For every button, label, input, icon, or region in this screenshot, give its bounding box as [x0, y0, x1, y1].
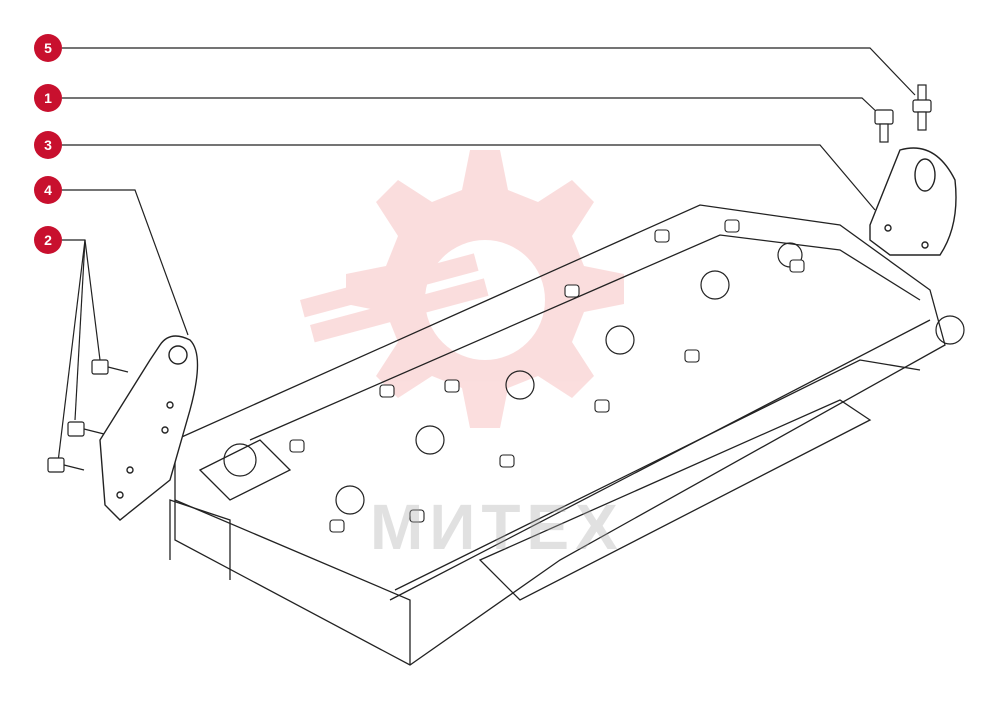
callout-4[interactable]: 4 [34, 176, 62, 204]
flange-bolt-part-1 [874, 109, 894, 143]
head-bolts [289, 219, 805, 533]
callout-2[interactable]: 2 [34, 226, 62, 254]
leader-line-2a [62, 239, 101, 361]
valve-ports [223, 242, 965, 515]
leader-line-4 [62, 189, 189, 336]
leader-line-3 [62, 144, 876, 211]
callout-1[interactable]: 1 [34, 84, 62, 112]
leader-line-5 [62, 47, 916, 96]
watermark-gear-icon [300, 150, 624, 428]
callout-5[interactable]: 5 [34, 34, 62, 62]
leader-line-1 [62, 97, 881, 116]
callout-3[interactable]: 3 [34, 131, 62, 159]
bracket-bolts [47, 359, 129, 473]
watermark-text: МИТЕХ [370, 491, 624, 563]
leader-line-2b [74, 239, 86, 421]
rear-lifting-bracket [869, 147, 957, 256]
cylinder-head [169, 204, 946, 666]
stud-bolt-part-5 [912, 84, 932, 131]
leader-line-2c [57, 239, 86, 463]
front-lifting-bracket [99, 335, 199, 521]
leader-lines [57, 47, 916, 463]
